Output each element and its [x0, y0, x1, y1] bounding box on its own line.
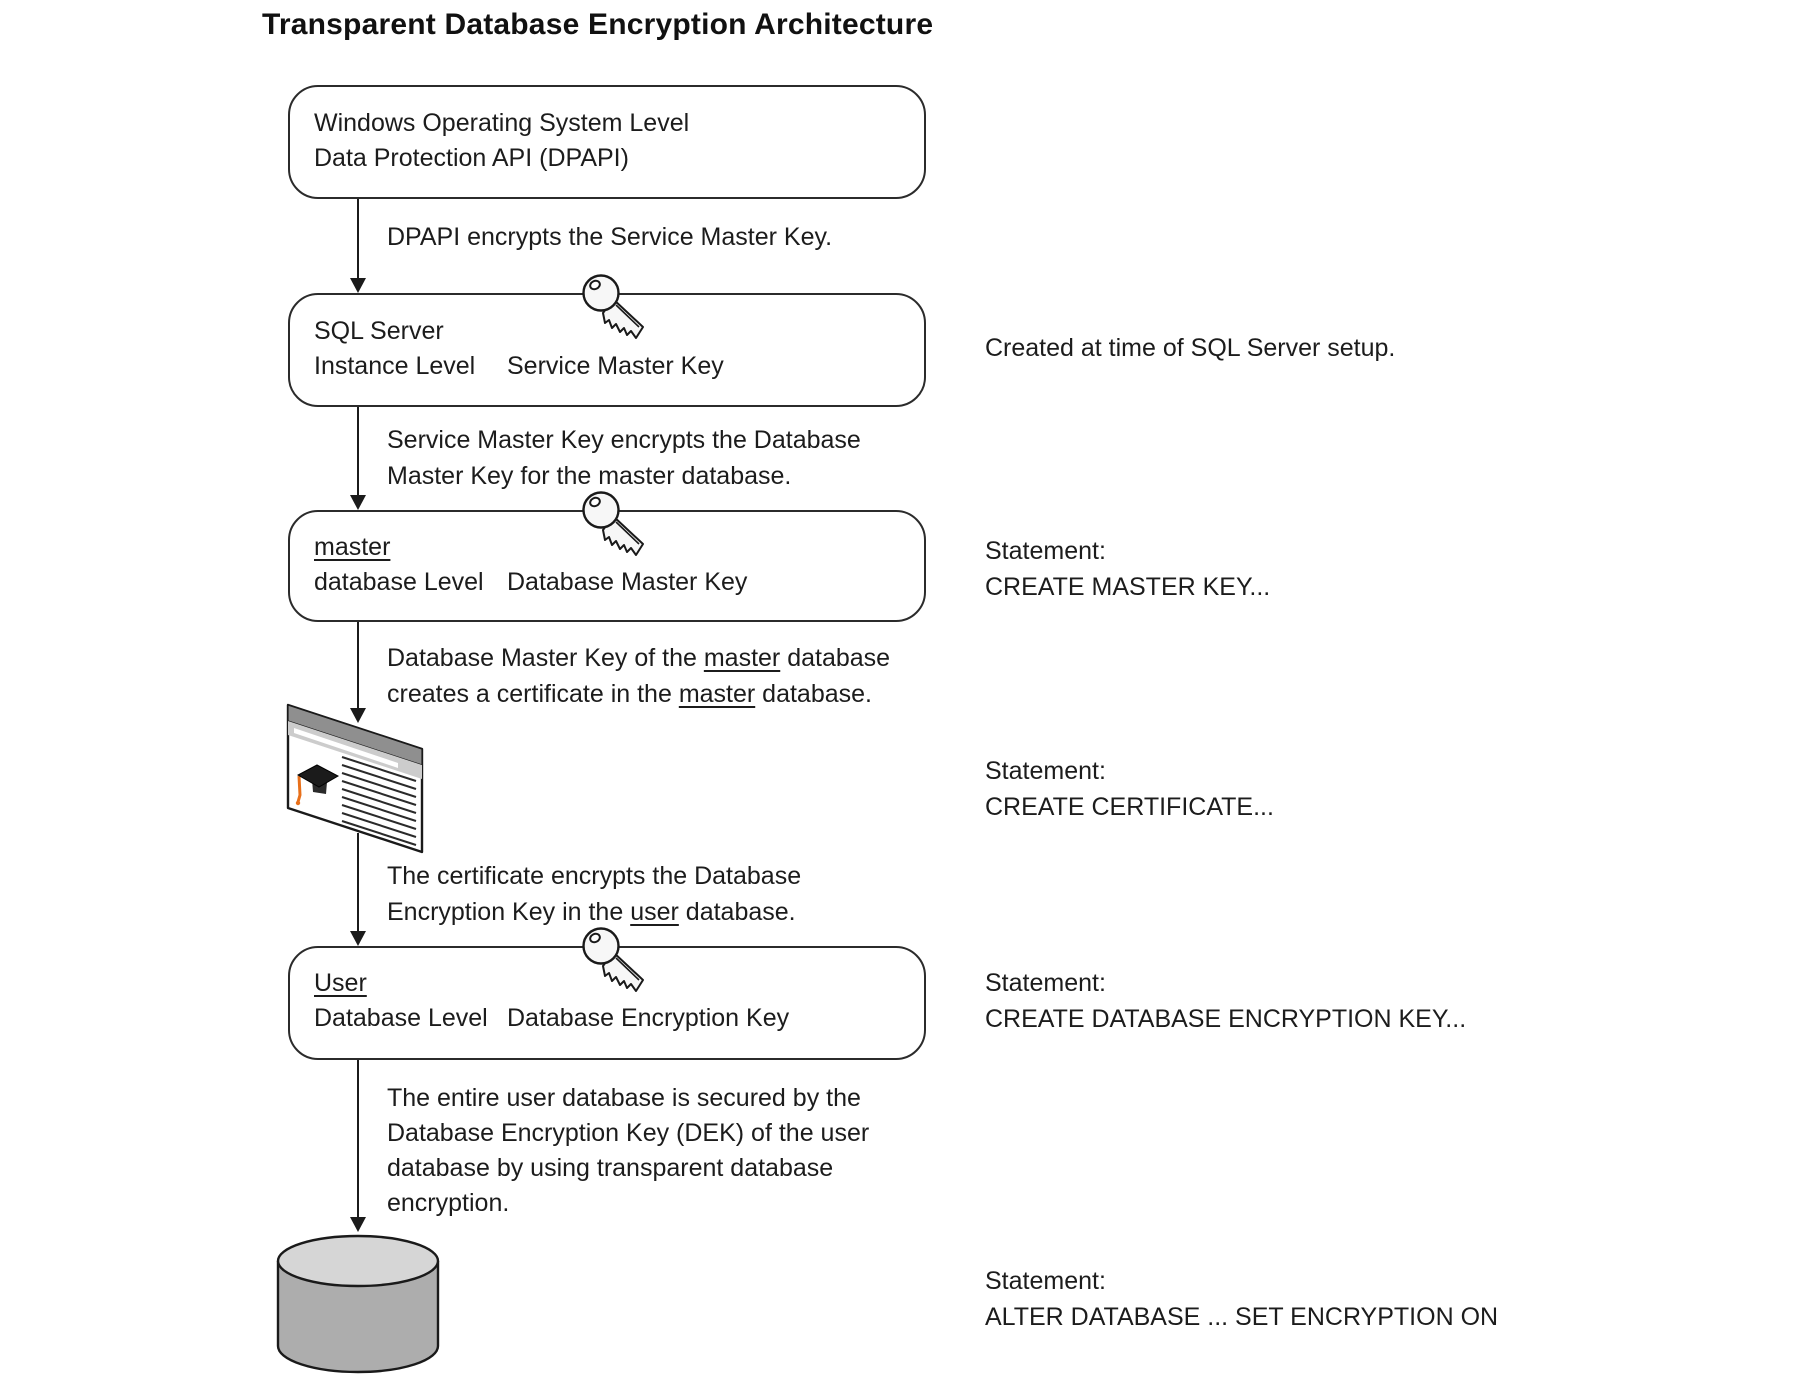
flow-arrow-4-head: [350, 931, 366, 946]
statement-create-dek: CREATE DATABASE ENCRYPTION KEY...: [985, 1005, 1467, 1033]
statement-label: Statement:: [985, 537, 1106, 565]
box-windows-os-text: Windows Operating System Level Data Prot…: [314, 106, 689, 176]
box-sql-instance-text: SQL Server Instance Level: [314, 314, 475, 384]
dmk-l2-post: database.: [755, 680, 872, 708]
flow-arrow-1-line: [357, 199, 359, 279]
annotation-create-dek: Statement: CREATE DATABASE ENCRYPTION KE…: [985, 965, 1466, 1037]
service-master-key-label: Service Master Key: [507, 352, 724, 380]
flow-arrow-3-head: [350, 708, 366, 723]
box-master-line2: database Level: [314, 568, 484, 596]
diagram-title: Transparent Database Encryption Architec…: [262, 8, 934, 41]
flow-label-cert-line1: The certificate encrypts the Database: [387, 862, 802, 890]
flow-label-dmk: Database Master Key of the master databa…: [387, 640, 890, 712]
dmk-l2-pre: creates a certificate in the: [387, 680, 679, 708]
flow-label-dek-line4: encryption.: [387, 1189, 510, 1217]
flow-label-dek-line1: The entire user database is secured by t…: [387, 1084, 861, 1112]
dmk-l1-underlined: master: [703, 644, 781, 672]
cert-l2-pre: Encryption Key in the: [387, 898, 631, 926]
statement-create-master-key: CREATE MASTER KEY...: [985, 573, 1271, 601]
dmk-l2-underlined: master: [678, 680, 756, 708]
box-sql-line1: SQL Server: [314, 317, 444, 345]
flow-label-dek-line2: Database Encryption Key (DEK) of the use…: [387, 1119, 870, 1147]
box-windows-line2: Data Protection API (DPAPI): [314, 144, 629, 172]
flow-arrow-5-line: [357, 1060, 359, 1218]
database-master-key-icon: [582, 491, 645, 557]
flow-label-dpapi: DPAPI encrypts the Service Master Key.: [387, 223, 833, 251]
box-windows-line1: Windows Operating System Level: [314, 109, 690, 137]
flow-arrow-1-head: [350, 278, 366, 293]
graduation-cap-glyph: [295, 764, 340, 806]
database-encryption-key-icon: [582, 927, 645, 993]
flow-label-smk: Service Master Key encrypts the Database…: [387, 422, 861, 494]
dmk-l1-pre: Database Master Key of the: [387, 644, 704, 672]
annotation-setup: Created at time of SQL Server setup.: [985, 334, 1396, 362]
cert-l2-post: database.: [678, 898, 796, 926]
flow-label-dmk-line2: creates a certificate in the master data…: [387, 676, 890, 712]
flow-label-cert: The certificate encrypts the Database En…: [387, 858, 801, 930]
cert-l2-underlined: user: [630, 898, 679, 926]
statement-alter-database: ALTER DATABASE ... SET ENCRYPTION ON: [985, 1303, 1499, 1331]
flow-arrow-2-line: [357, 407, 359, 496]
certificate-icon: [286, 703, 424, 854]
flow-arrow-3-line: [357, 622, 359, 710]
flow-arrow-5-head: [350, 1217, 366, 1232]
flow-label-dmk-line1: Database Master Key of the master databa…: [387, 640, 890, 676]
box-user-text: User Database Level: [314, 966, 488, 1036]
box-user-line2: Database Level: [314, 1004, 488, 1032]
database-encryption-key-label: Database Encryption Key: [507, 1004, 790, 1032]
annotation-alter-database: Statement: ALTER DATABASE ... SET ENCRYP…: [985, 1263, 1498, 1335]
database-master-key-label: Database Master Key: [507, 568, 748, 596]
box-sql-line2: Instance Level: [314, 352, 476, 380]
flow-label-smk-line2: Master Key for the master database.: [387, 462, 792, 490]
box-master-name: master: [314, 533, 391, 561]
flow-label-smk-line1: Service Master Key encrypts the Database: [387, 426, 861, 454]
flow-arrow-2-head: [350, 495, 366, 510]
statement-label: Statement:: [985, 969, 1106, 997]
database-cylinder-icon: [276, 1234, 440, 1374]
service-master-key-icon: [582, 274, 645, 340]
box-user-name: User: [314, 969, 367, 997]
statement-create-certificate: CREATE CERTIFICATE...: [985, 793, 1274, 821]
annotation-create-certificate: Statement: CREATE CERTIFICATE...: [985, 753, 1274, 825]
dmk-l1-post: database: [780, 644, 891, 672]
annotation-create-master-key: Statement: CREATE MASTER KEY...: [985, 533, 1270, 605]
statement-label: Statement:: [985, 1267, 1106, 1295]
flow-arrow-4-line: [357, 833, 359, 932]
statement-label: Statement:: [985, 757, 1106, 785]
flow-label-dek-line3: database by using transparent database: [387, 1154, 834, 1182]
flow-label-cert-line2: Encryption Key in the user database.: [387, 894, 801, 930]
box-windows-os-level: [288, 85, 926, 199]
box-master-text: master database Level: [314, 530, 484, 600]
flow-label-dek: The entire user database is secured by t…: [387, 1081, 869, 1221]
